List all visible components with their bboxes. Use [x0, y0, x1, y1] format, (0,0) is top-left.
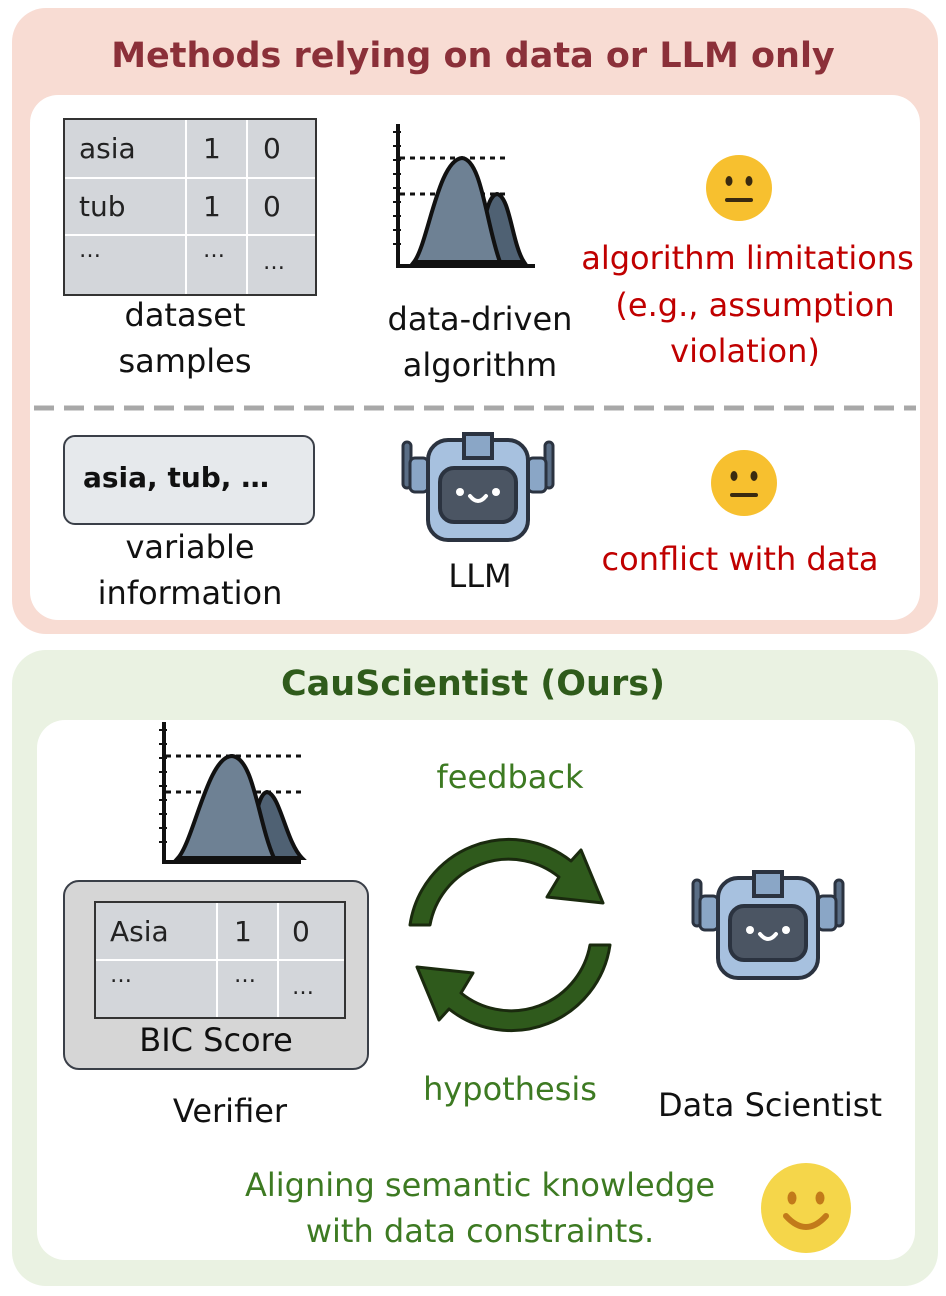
variable-label: variable [125, 528, 255, 566]
tagline: with data constraints. [305, 1212, 655, 1250]
variable-info-box: asia, tub, … [63, 435, 315, 525]
table-cell: 1 [203, 190, 221, 223]
distribution-chart-icon [159, 722, 307, 864]
verifier-label: Verifier [172, 1092, 288, 1130]
limitation-text: (e.g., assumption [615, 286, 895, 324]
divider [34, 405, 916, 411]
limitation-text: violation) [670, 332, 820, 370]
table-cell: 0 [263, 190, 281, 223]
table-cell: 1 [234, 915, 252, 948]
limitation-text: algorithm limitations [581, 239, 914, 277]
feedback-label: feedback [436, 758, 584, 796]
tagline: Aligning semantic knowledge [245, 1166, 715, 1204]
hypothesis-label: hypothesis [423, 1070, 597, 1108]
robot-icon [691, 870, 845, 980]
table-cell: … [79, 238, 101, 263]
verifier-box: Asia 1 0 … … … BIC Score [63, 880, 369, 1070]
dataset-label: samples [118, 342, 252, 380]
neutral-face-icon [706, 155, 772, 221]
table-cell: … [203, 238, 225, 263]
table-cell: asia [79, 132, 136, 165]
variable-names: asia, tub, … [83, 461, 270, 494]
table-cell: … [234, 963, 256, 988]
data-scientist-label: Data Scientist [658, 1086, 882, 1124]
cycle-arrows-icon [408, 837, 612, 1033]
algorithm-label: data-driven [387, 300, 573, 338]
table-cell: … [263, 250, 285, 275]
bottom-panel-title: CauScientist (Ours) [280, 664, 666, 704]
neutral-face-icon [711, 450, 777, 516]
table-cell: 1 [203, 132, 221, 165]
table-cell: … [110, 963, 132, 988]
distribution-chart-icon [393, 124, 535, 268]
table-cell: 0 [263, 132, 281, 165]
table-cell: … [292, 975, 314, 1000]
dataset-label: dataset [124, 296, 246, 334]
table-cell: tub [79, 190, 126, 223]
variable-label: information [97, 574, 283, 612]
algorithm-label: algorithm [402, 346, 558, 384]
smiling-face-icon [761, 1163, 851, 1253]
dataset-table: asia 1 0 tub 1 0 … … … [63, 118, 317, 296]
table-cell: Asia [110, 915, 169, 948]
top-panel-title: Methods relying on data or LLM only [111, 36, 835, 76]
verifier-table: Asia 1 0 … … … [94, 901, 346, 1019]
robot-icon [401, 432, 555, 542]
bic-score-label: BIC Score [139, 1021, 293, 1059]
table-cell: 0 [292, 915, 310, 948]
conflict-text: conflict with data [601, 540, 879, 578]
llm-label: LLM [448, 557, 512, 595]
